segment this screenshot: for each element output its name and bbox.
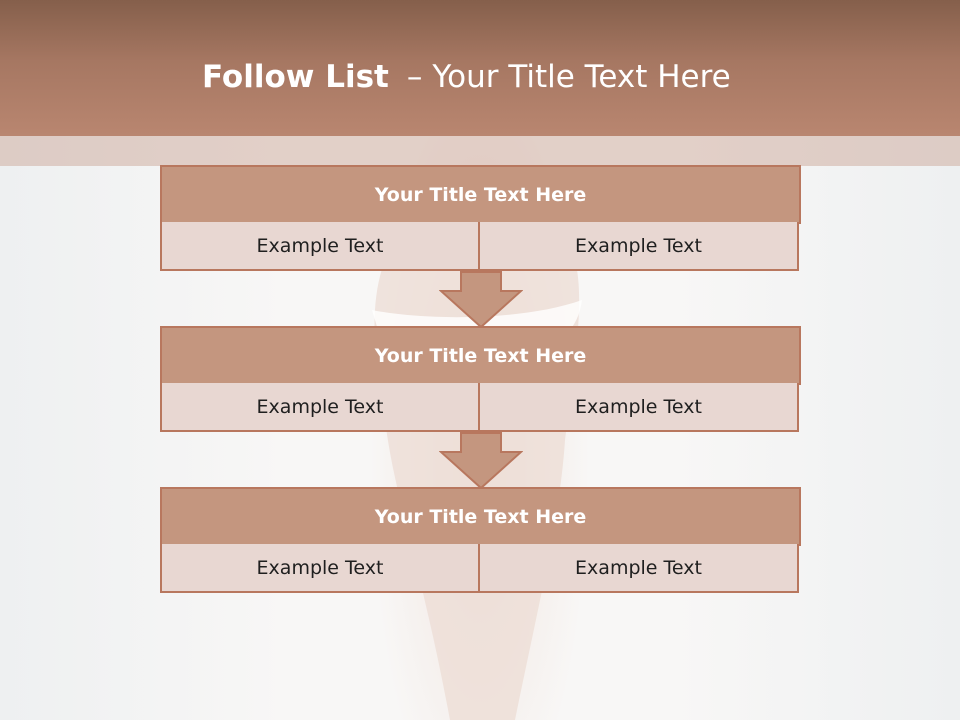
block-cell-left: Example Text xyxy=(160,383,480,432)
down-arrow-icon xyxy=(439,432,523,490)
block-title: Your Title Text Here xyxy=(160,487,801,546)
title-rest: Your Title Text Here xyxy=(432,59,731,95)
slide-title: Follow List–Your Title Text Here xyxy=(202,52,731,102)
title-bold: Follow List xyxy=(202,59,389,95)
block-title: Your Title Text Here xyxy=(160,165,801,224)
down-arrow-icon xyxy=(439,271,523,329)
header-bar xyxy=(0,0,960,136)
block-cell-right: Example Text xyxy=(480,544,799,593)
block-title: Your Title Text Here xyxy=(160,326,801,385)
block-cell-right: Example Text xyxy=(480,383,799,432)
title-separator: – xyxy=(406,59,423,95)
block-cell-left: Example Text xyxy=(160,222,480,271)
header-stripe xyxy=(0,136,960,166)
block-cell-left: Example Text xyxy=(160,544,480,593)
block-cell-right: Example Text xyxy=(480,222,799,271)
